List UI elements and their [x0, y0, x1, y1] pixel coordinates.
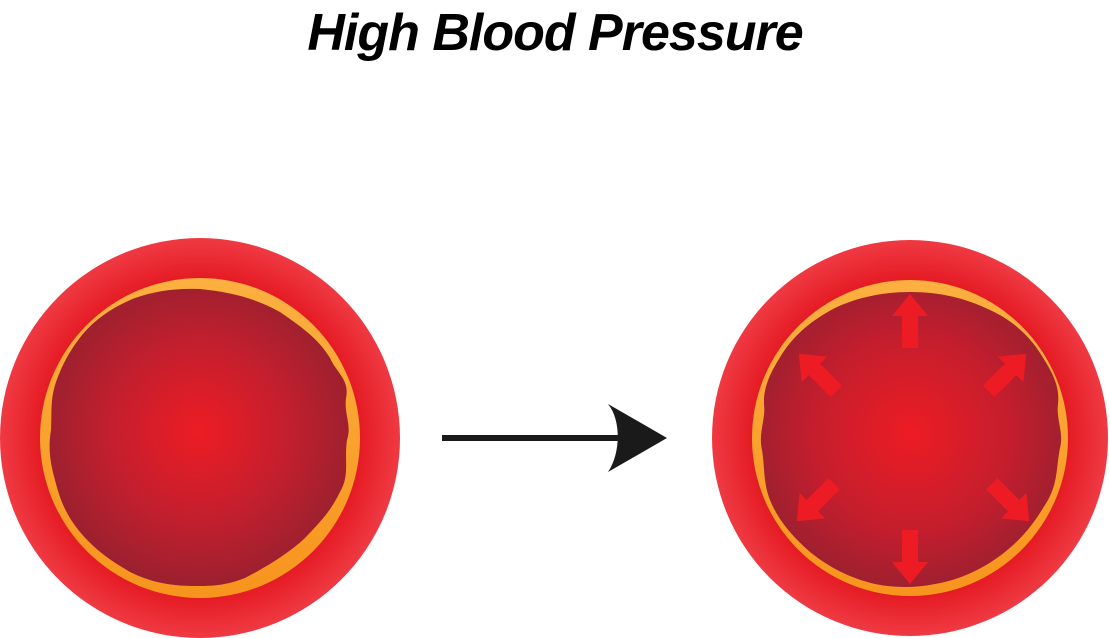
- pressure-arrow-down: [892, 530, 928, 584]
- pressure-arrow-icon: [796, 294, 1030, 584]
- high-pressure-artery-icon: [712, 240, 1108, 636]
- normal-artery-icon: [0, 238, 400, 638]
- left-artery-lumen: [49, 288, 349, 586]
- right-artery-lumen: [760, 292, 1062, 587]
- pressure-arrow-lower-right: [986, 478, 1030, 522]
- pressure-arrow-up: [892, 294, 928, 348]
- diagram-title: High Blood Pressure: [307, 4, 803, 62]
- pressure-arrow-lower-left: [796, 478, 840, 522]
- pressure-arrow-upper-left: [798, 353, 842, 397]
- pressure-arrow-upper-right: [983, 353, 1027, 397]
- transition-arrow-icon: [442, 404, 667, 472]
